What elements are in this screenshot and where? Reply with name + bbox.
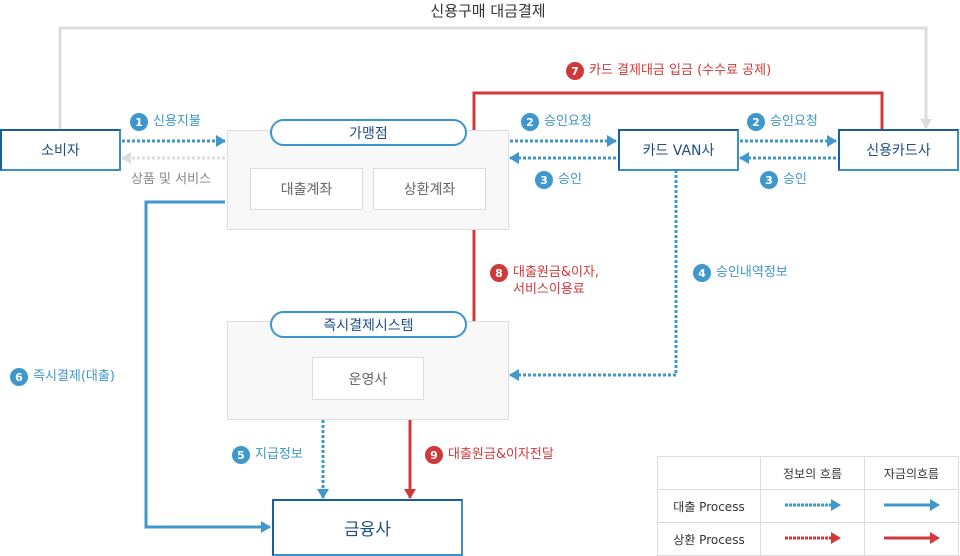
financial-node: 금융사 <box>272 499 463 556</box>
arrow-4 <box>509 170 678 381</box>
legend-col-money: 자금의흐름 <box>864 456 959 490</box>
loan-account-box: 대출계좌 <box>250 168 363 210</box>
diagram-title: 신용구매 대금결제 <box>430 2 546 20</box>
goods-label: 상품 및 서비스 <box>131 172 212 187</box>
legend-red-solid <box>864 522 959 556</box>
legend-col-info: 정보의 흐름 <box>760 456 865 490</box>
legend-red-dotted <box>760 522 865 556</box>
legend-row-repay: 상환 Process <box>657 522 761 556</box>
instant-system-label: 즉시결제시스템 <box>270 311 467 338</box>
legend-row-loan: 대출 Process <box>657 489 761 523</box>
merchant-label: 가맹점 <box>270 119 467 146</box>
van-node: 카드 VAN사 <box>618 129 739 171</box>
repay-account-box: 상환계좌 <box>373 168 486 210</box>
gray-top-line <box>58 26 932 130</box>
consumer-node: 소비자 <box>0 129 121 171</box>
legend-blue-dotted <box>760 489 865 523</box>
red-card-payment-line <box>472 91 884 130</box>
legend-blue-solid <box>864 489 959 523</box>
card-company-node: 신용카드사 <box>838 129 959 171</box>
arrow-6 <box>144 200 271 533</box>
operator-box: 운영사 <box>312 357 424 400</box>
